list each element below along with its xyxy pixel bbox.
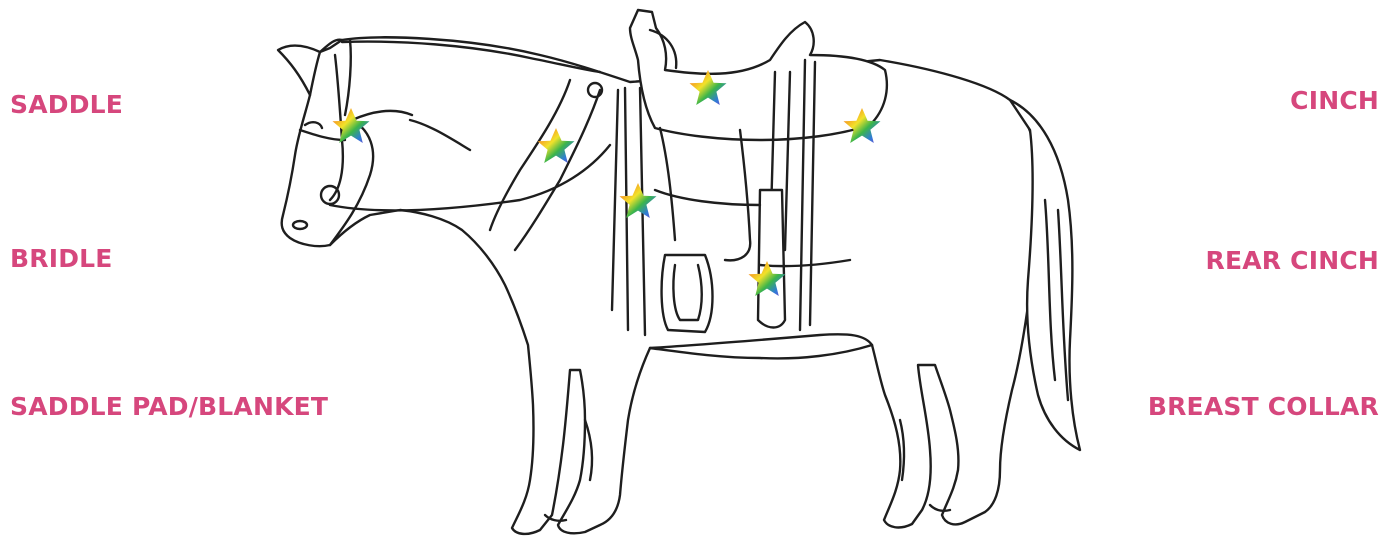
label-cinch[interactable]: CINCH xyxy=(1290,86,1379,115)
label-rear-cinch[interactable]: REAR CINCH xyxy=(1205,246,1379,275)
label-saddle-pad-blanket[interactable]: SADDLE PAD/BLANKET xyxy=(10,392,329,421)
horse-icon xyxy=(276,8,1082,536)
label-breast-collar[interactable]: BREAST COLLAR xyxy=(1147,392,1379,421)
label-saddle[interactable]: SADDLE xyxy=(10,90,124,119)
label-bridle[interactable]: BRIDLE xyxy=(10,244,113,273)
